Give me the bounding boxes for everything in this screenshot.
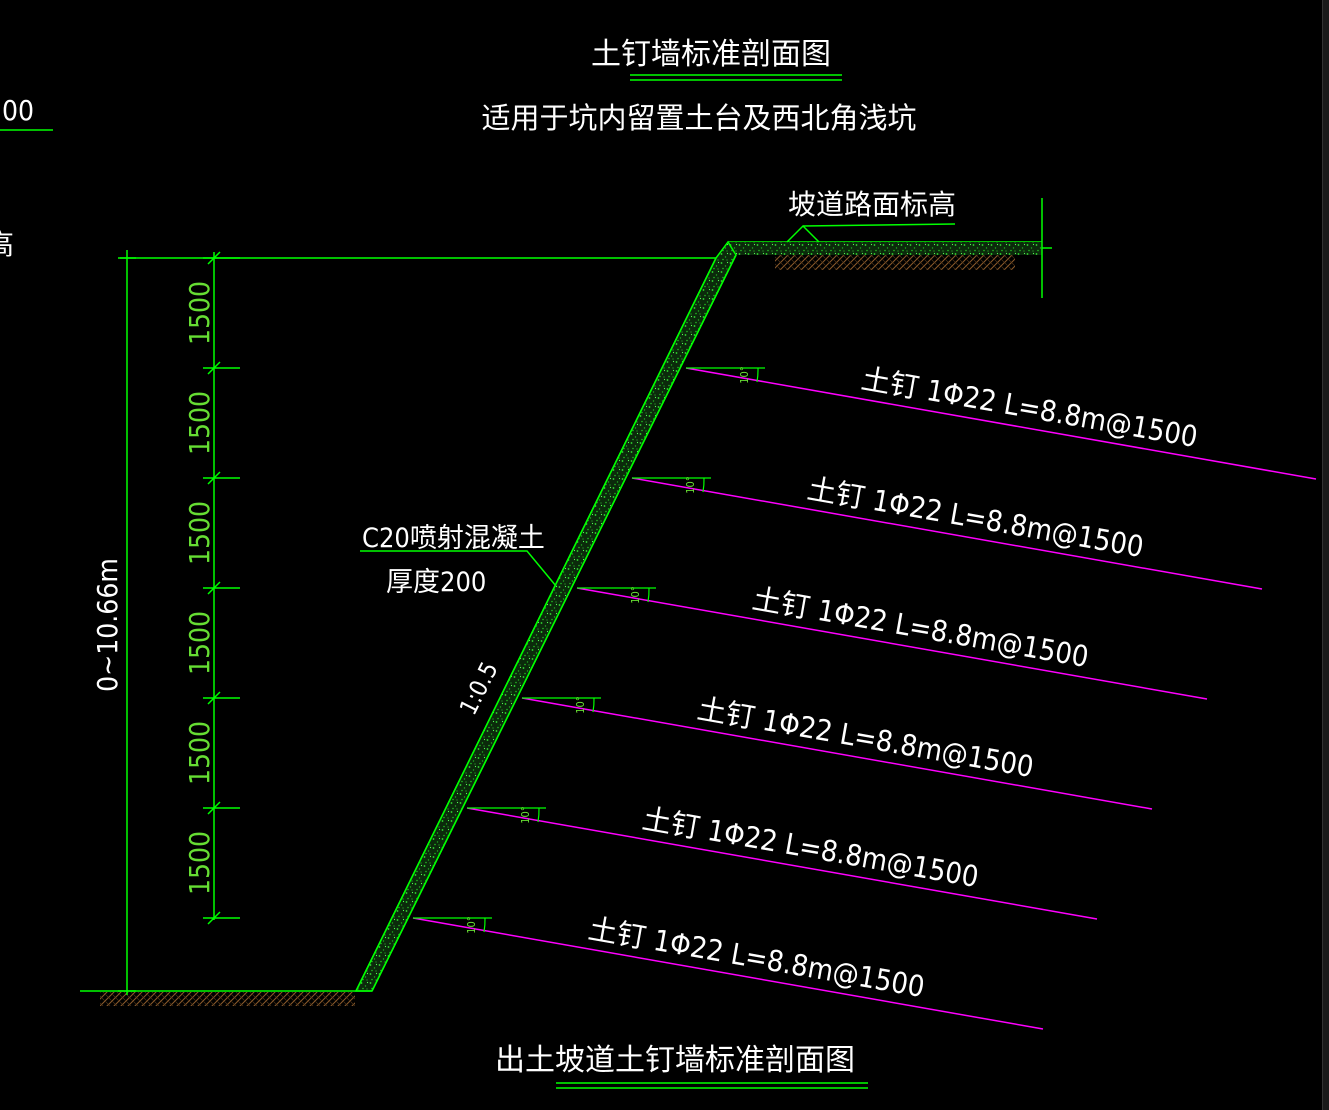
total-height-label: 0~10.66m [91, 558, 124, 692]
spacing-label-3: 1500 [183, 501, 216, 565]
spacing-label-4: 1500 [183, 611, 216, 675]
spacing-label-1: 1500 [183, 281, 216, 345]
spacing-label-2: 1500 [183, 391, 216, 455]
soil-nail-2: 10° 土钉 1Φ22 L=8.8m@1500 [631, 471, 1263, 590]
nail-angle-4: 10° [574, 696, 587, 714]
dimension-slash [207, 251, 221, 265]
nail-angle-5: 10° [519, 806, 532, 824]
concrete-label-line2: 厚度200 [386, 567, 486, 598]
ramp-elevation-label: 坡道路面标高 [788, 188, 956, 221]
spacing-label-6: 1500 [183, 831, 216, 895]
dimension-slash [207, 801, 221, 815]
nail-angle-1: 10° [738, 366, 751, 384]
dimension-slash [207, 471, 221, 485]
soil-nail-5: 10° 土钉 1Φ22 L=8.8m@1500 [466, 801, 1098, 920]
nail-angle-3: 10° [629, 586, 642, 604]
scrollbar[interactable] [1322, 0, 1329, 1110]
concrete-label-line1: C20喷射混凝土 [362, 523, 545, 554]
drawing-subtitle: 适用于坑内留置土台及西北角浅坑 [481, 101, 916, 135]
soil-nail-1: 10° 土钉 1Φ22 L=8.8m@1500 [685, 361, 1317, 480]
bottom-title: 出土坡道土钉墙标准剖面图 [495, 1043, 855, 1078]
nail-angle-6: 10° [465, 916, 478, 934]
soil-nail-3: 10° 土钉 1Φ22 L=8.8m@1500 [576, 581, 1208, 700]
spacing-label-5: 1500 [183, 721, 216, 785]
nail-angle-2: 10° [684, 476, 697, 494]
drawing-title: 土钉墙标准剖面图 [591, 37, 831, 72]
dimension-slash [207, 911, 221, 925]
soil-nail-6: 10° 土钉 1Φ22 L=8.8m@1500 [412, 911, 1044, 1030]
dimension-slash [207, 581, 221, 595]
left-fragment-top: 00 [2, 94, 34, 127]
left-fragment-middle: 高 [0, 228, 14, 261]
dimension-slash [207, 361, 221, 375]
dimension-slash [207, 691, 221, 705]
soil-nail-4: 10° 土钉 1Φ22 L=8.8m@1500 [521, 691, 1153, 810]
